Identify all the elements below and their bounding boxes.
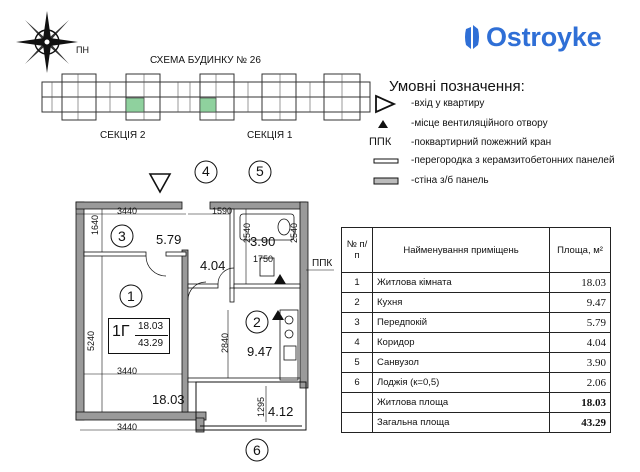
dimension-7: 2540 <box>242 222 253 244</box>
summary-area: 18.03 <box>549 392 611 413</box>
row-name: Кухня <box>372 292 550 313</box>
summary-area: 43.29 <box>549 412 611 433</box>
room-area-3: 5.79 <box>156 232 182 247</box>
floor-plan <box>75 160 334 462</box>
row-name: Санвузол <box>372 352 550 373</box>
partition-icon <box>373 158 399 164</box>
row-num: 6 <box>341 372 373 393</box>
dimension-4: 3440 <box>117 422 138 432</box>
brand-logo-icon <box>465 25 479 49</box>
row-name: Коридор <box>372 332 550 353</box>
room-area-6: 4.12 <box>268 404 294 419</box>
axis-label-1: 1 <box>127 288 135 304</box>
rc-panel-icon <box>373 177 399 185</box>
table-header-row: № п/п Найменування приміщень Площа, м² <box>341 227 611 273</box>
apartment-type-box: 1Г 18.03 43.29 <box>108 318 170 354</box>
header-area: Площа, м² <box>549 227 611 273</box>
row-area: 18.03 <box>549 272 611 293</box>
row-area: 4.04 <box>549 332 611 353</box>
apartment-living-area: 18.03 <box>138 321 164 332</box>
vent-triangle-icon <box>378 120 388 128</box>
brand-name: Ostroyke <box>486 22 602 52</box>
axis-label-2: 2 <box>253 314 261 330</box>
dimension-10: 2840 <box>220 332 231 354</box>
row-area: 2.06 <box>549 372 611 393</box>
dimension-6: 5240 <box>86 330 97 352</box>
row-area: 9.47 <box>549 292 611 313</box>
row-area: 5.79 <box>549 312 611 333</box>
entrance-triangle-icon <box>148 173 172 194</box>
room-area-4: 4.04 <box>200 258 226 273</box>
compass-icon <box>16 11 78 73</box>
dimension-1: 3440 <box>117 206 138 216</box>
dimension-3: 3440 <box>117 366 138 376</box>
row-area: 3.90 <box>549 352 611 373</box>
section-1-label: СЕКЦІЯ 1 <box>247 130 293 141</box>
row-num: 5 <box>341 352 373 373</box>
axis-label-4: 4 <box>202 163 210 179</box>
dimension-5: 1640 <box>90 214 101 236</box>
ppk-symbol: ППК <box>369 136 392 148</box>
room-area-5: 3.90 <box>250 234 276 249</box>
section-2-label: СЕКЦІЯ 2 <box>100 130 146 141</box>
highlighted-apartment <box>125 97 145 113</box>
row-num: 3 <box>341 312 373 333</box>
row-num: 1 <box>341 272 373 293</box>
scheme-title: СХЕМА БУДИНКУ № 26 <box>150 55 261 66</box>
ppk-plan-label: ППК <box>312 258 333 269</box>
axis-label-3: 3 <box>118 228 126 244</box>
summary-name: Загальна площа <box>372 412 550 433</box>
rooms-table: № п/п Найменування приміщень Площа, м² 1… <box>341 227 611 433</box>
vent-triangle-icon <box>274 274 286 284</box>
legend-item-rc-panel: -стіна з/б панель <box>411 175 489 186</box>
row-num: 4 <box>341 332 373 353</box>
room-area-2: 9.47 <box>247 344 273 359</box>
legend-item-vent: -місце вентиляційного отвору <box>411 118 548 129</box>
building-scheme <box>41 73 371 121</box>
apartment-type: 1Г <box>112 323 130 340</box>
row-name: Передпокій <box>372 312 550 333</box>
dimension-8: 2540 <box>289 222 300 244</box>
row-num: 2 <box>341 292 373 313</box>
legend-item-entrance: -вхід у квартиру <box>411 98 485 109</box>
dimension-2: 1590 <box>212 206 233 216</box>
dimension-11: 1295 <box>256 396 267 418</box>
axis-label-5: 5 <box>256 163 264 179</box>
compass-north-label: ПН <box>76 45 89 55</box>
legend-item-partition: -перегородка з керамзитобетонних панелей <box>411 155 615 166</box>
legend-item-ppk: -поквартирний пожежний кран <box>411 137 552 148</box>
dimension-9: 1750 <box>253 254 274 264</box>
row-name: Житлова кімната <box>372 272 550 293</box>
axis-label-6: 6 <box>253 442 261 458</box>
header-name: Найменування приміщень <box>372 227 550 273</box>
room-area-1: 18.03 <box>152 392 185 407</box>
apartment-total-area: 43.29 <box>138 338 164 349</box>
entrance-triangle-icon <box>375 94 397 114</box>
header-num: № п/п <box>341 227 373 273</box>
summary-name: Житлова площа <box>372 392 550 413</box>
row-name: Лоджія (к=0,5) <box>372 372 550 393</box>
legend-title: Умовні позначення: <box>389 78 525 95</box>
